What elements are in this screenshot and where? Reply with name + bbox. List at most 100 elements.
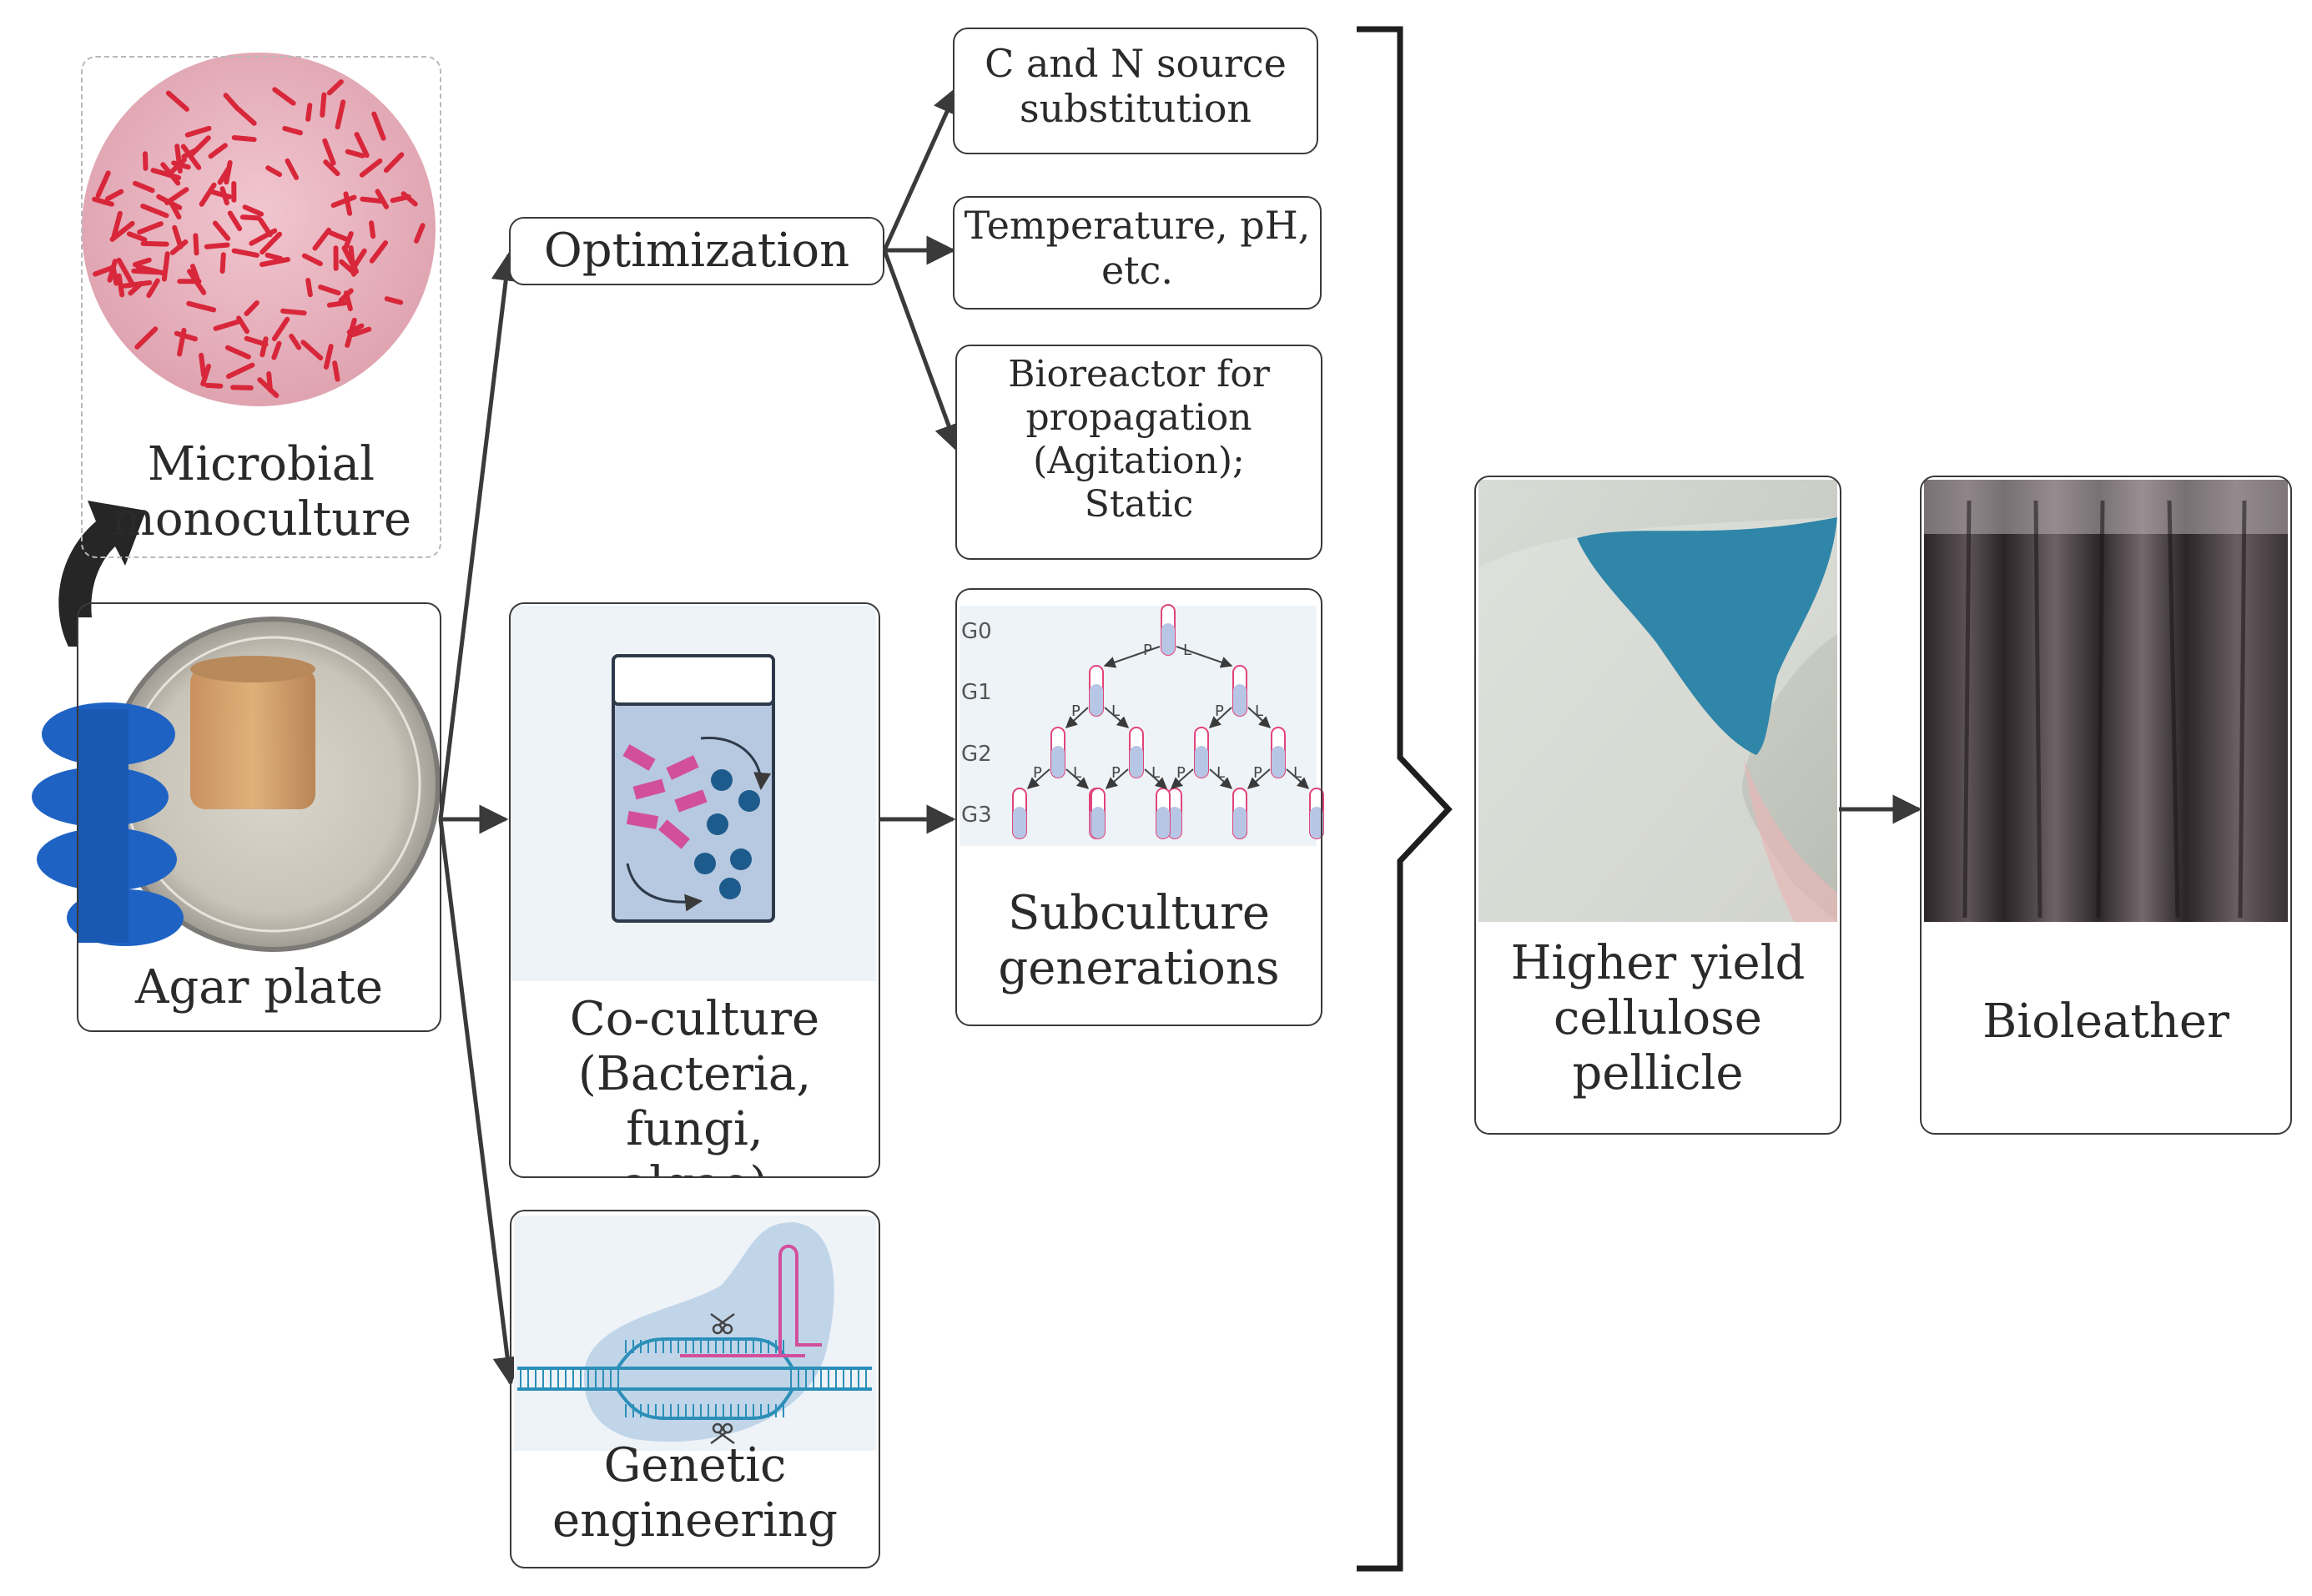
bacterium bbox=[259, 336, 269, 358]
bacterium bbox=[371, 111, 386, 141]
lineage-arrow bbox=[1065, 707, 1089, 728]
bacterium bbox=[323, 159, 340, 177]
generation-label: G2 bbox=[961, 742, 992, 767]
coculture-label: Co-culture (Bacteria, fungi, algae) bbox=[511, 992, 879, 1176]
monoculture-image bbox=[82, 53, 436, 406]
bioreactor-node: Bioreactor for propagation (Agitation); … bbox=[955, 345, 1322, 560]
label-line: Bioreactor for bbox=[1008, 353, 1270, 395]
subculture-label: Subculture generations bbox=[957, 886, 1321, 996]
bacterium bbox=[212, 220, 231, 241]
branch-letter: L bbox=[1073, 764, 1081, 782]
bacterium bbox=[318, 284, 341, 296]
bacterium bbox=[345, 149, 365, 159]
bacterium bbox=[217, 166, 231, 185]
bacterium bbox=[204, 382, 224, 389]
bacterium bbox=[258, 217, 273, 238]
guide-rna bbox=[680, 1244, 822, 1357]
bacterium bbox=[271, 316, 290, 341]
bacterium bbox=[335, 99, 346, 130]
tube bbox=[1232, 665, 1247, 717]
bacterium bbox=[343, 191, 353, 216]
arrow-to-bioreactor bbox=[882, 249, 963, 454]
coculture-image bbox=[511, 606, 876, 981]
branch-letter: P bbox=[1253, 764, 1262, 782]
bacterium bbox=[177, 327, 187, 357]
bacterium bbox=[227, 210, 243, 232]
bacterium bbox=[95, 170, 111, 199]
bacterium bbox=[271, 340, 282, 360]
bacterium bbox=[341, 245, 360, 274]
bacterium bbox=[164, 187, 189, 205]
optimization-node: Optimization bbox=[509, 217, 884, 285]
arrow-to-cn bbox=[882, 84, 960, 252]
bacterium bbox=[210, 189, 233, 199]
label-line: Co-culture bbox=[569, 992, 820, 1046]
bacterium bbox=[305, 278, 313, 298]
bacterium bbox=[330, 194, 357, 209]
label-line: engineering bbox=[552, 1493, 838, 1548]
lineage-arrow bbox=[1144, 768, 1168, 789]
bacterium bbox=[230, 385, 254, 390]
bacterium bbox=[174, 330, 198, 342]
bacterium bbox=[190, 264, 200, 282]
bacterium bbox=[226, 362, 255, 380]
bacterium bbox=[272, 87, 296, 106]
tube bbox=[1232, 788, 1247, 839]
label-line: Higher yield bbox=[1510, 936, 1806, 990]
bacterium bbox=[169, 239, 189, 255]
tube bbox=[1012, 788, 1027, 839]
genetic-engineering-label: Genetic engineering bbox=[511, 1438, 879, 1548]
lineage-arrow bbox=[1170, 768, 1194, 789]
bacterium bbox=[93, 264, 116, 277]
bacterium bbox=[369, 240, 389, 264]
bacterium bbox=[322, 138, 336, 166]
bacterium bbox=[199, 352, 207, 378]
bacterium bbox=[165, 90, 189, 112]
bacterium bbox=[332, 360, 340, 382]
bioleather-label: Bioleather bbox=[1982, 994, 2229, 1049]
lineage-arrow bbox=[1176, 646, 1233, 668]
branch-letter: P bbox=[1033, 764, 1042, 782]
bacterium bbox=[320, 92, 327, 118]
bacterium bbox=[231, 248, 259, 258]
bacterium bbox=[116, 257, 134, 285]
bacterium bbox=[326, 79, 344, 96]
tube bbox=[1129, 727, 1144, 778]
branch-letter: L bbox=[1255, 702, 1263, 720]
bacterium bbox=[133, 257, 152, 268]
tube bbox=[1156, 788, 1171, 839]
optimization-label: Optimization bbox=[543, 224, 850, 278]
tube bbox=[1309, 788, 1324, 839]
bacteria-rods bbox=[92, 79, 426, 398]
bacterium bbox=[180, 143, 202, 170]
bacterium bbox=[328, 230, 350, 243]
bacterium bbox=[165, 157, 187, 178]
pellicle-image bbox=[1478, 480, 1837, 922]
bacterium bbox=[383, 152, 405, 174]
label-line: propagation bbox=[1025, 395, 1252, 439]
tube bbox=[1091, 788, 1106, 839]
bacterium bbox=[384, 296, 404, 305]
bacterium bbox=[285, 158, 300, 180]
label-line: generations bbox=[998, 941, 1280, 996]
bacterium bbox=[305, 103, 313, 122]
bacterium bbox=[360, 196, 384, 204]
bacterium bbox=[174, 143, 183, 174]
bacterium bbox=[181, 147, 199, 159]
tube bbox=[1194, 727, 1209, 778]
bacterium bbox=[184, 125, 212, 138]
lineage-arrow bbox=[1247, 707, 1272, 728]
bacterium bbox=[128, 280, 144, 296]
branch-letter: P bbox=[1111, 764, 1121, 782]
label-line: C and N source bbox=[985, 41, 1287, 86]
tube bbox=[1271, 727, 1286, 778]
cn-source-label: C and N source substitution bbox=[955, 41, 1317, 132]
bacterium bbox=[236, 315, 249, 335]
genetic-engineering-node: Genetic engineering bbox=[510, 1210, 880, 1568]
lineage-arrow bbox=[1103, 646, 1161, 668]
agar-plate-label: Agar plate bbox=[134, 960, 384, 1014]
label-line: substitution bbox=[1019, 86, 1252, 132]
label-line: (Agitation); bbox=[1033, 439, 1245, 482]
bacterium bbox=[116, 273, 125, 298]
